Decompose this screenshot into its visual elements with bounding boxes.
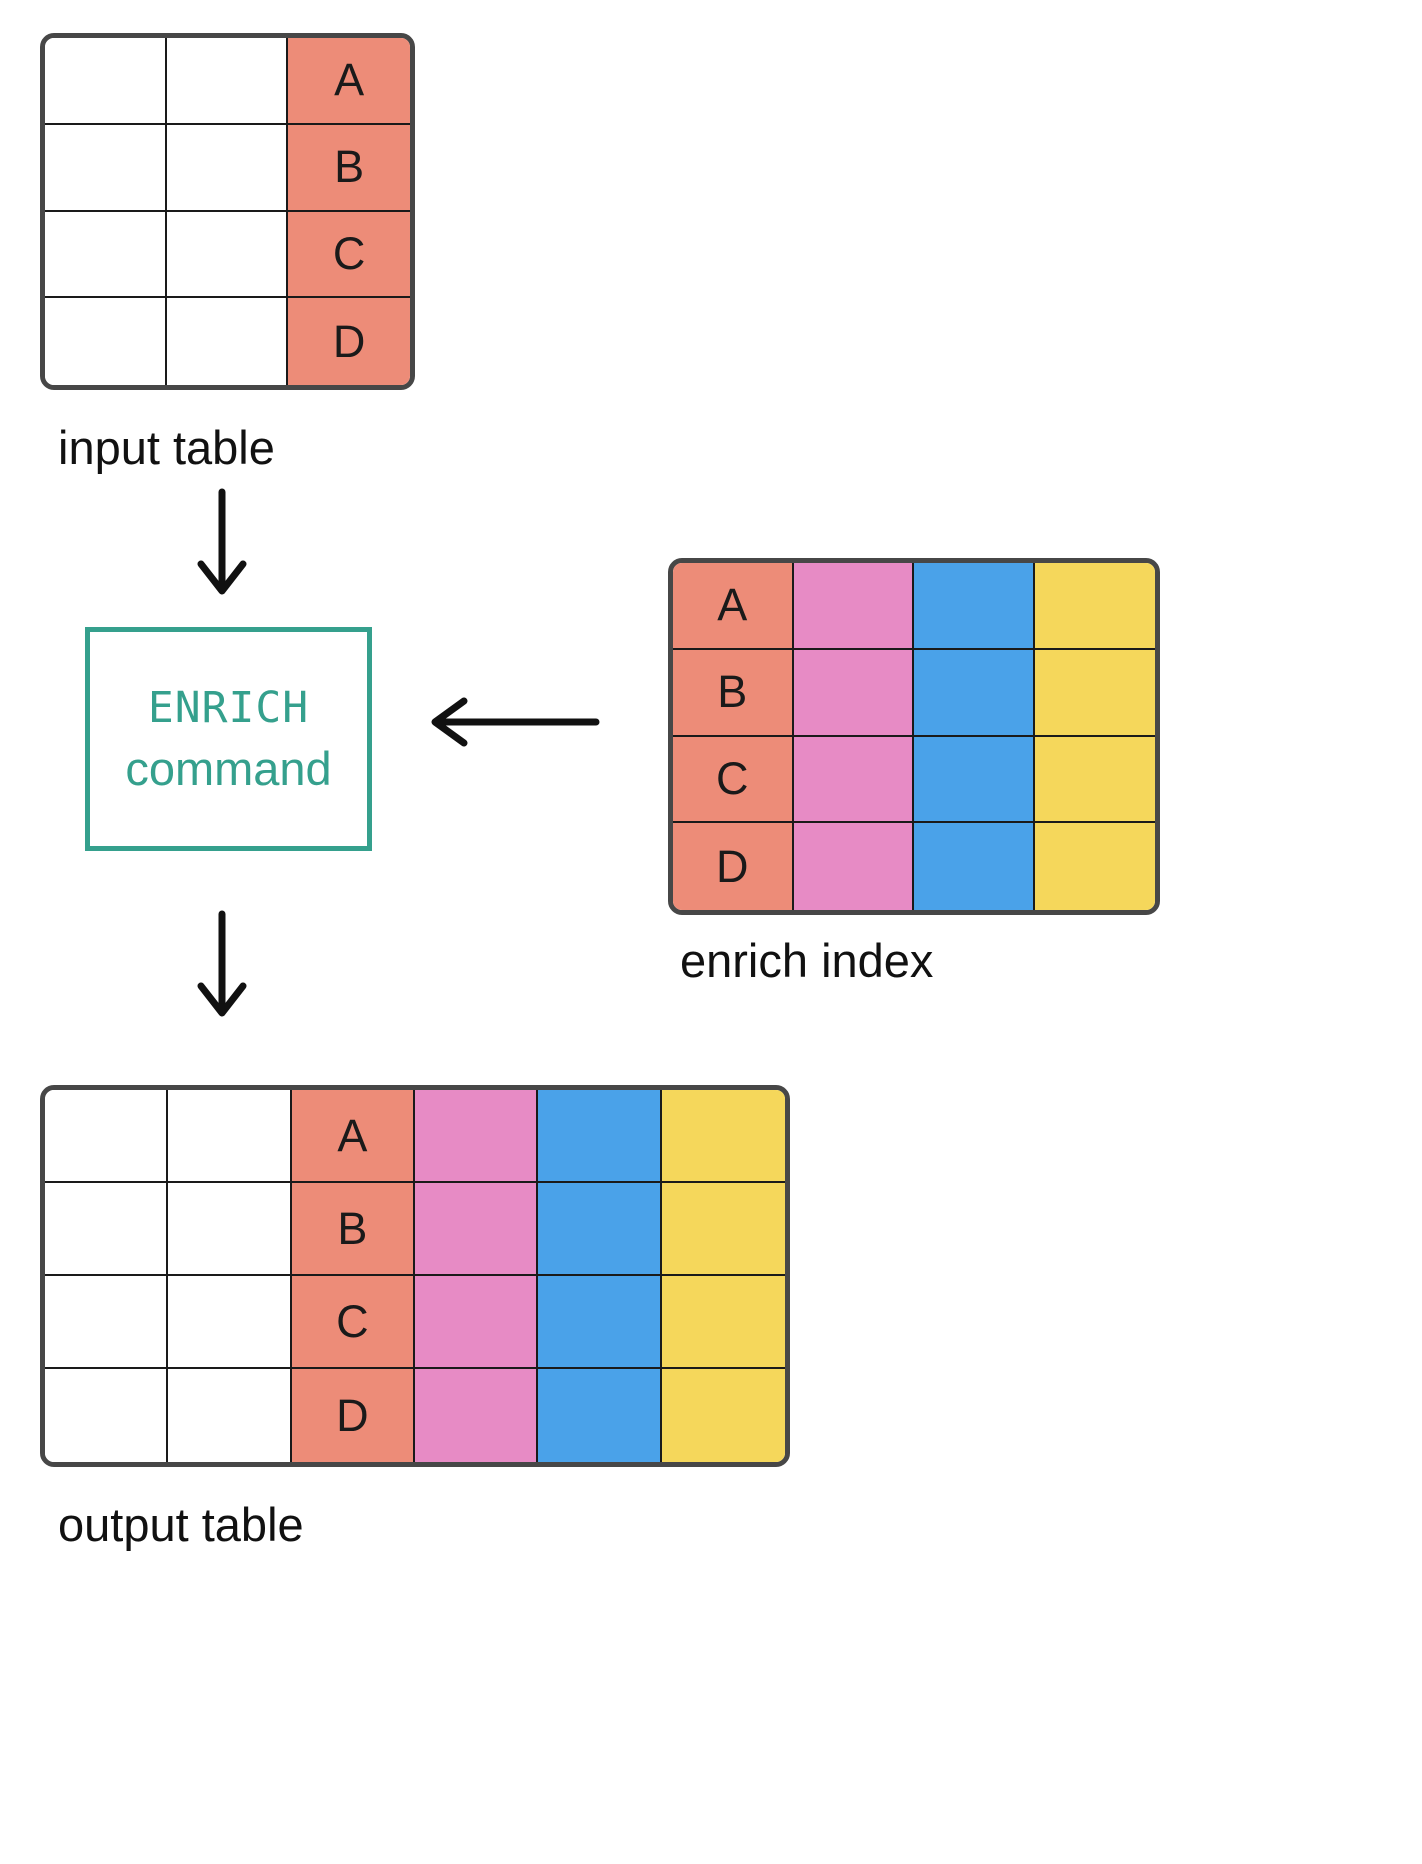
empty-cell	[45, 1369, 169, 1462]
empty-cell	[166, 124, 289, 212]
empty-cell	[45, 211, 167, 299]
key-cell: A	[291, 1090, 415, 1183]
empty-cell	[45, 1276, 169, 1369]
enrich-field-cell	[538, 1369, 662, 1462]
enrich-command-word: command	[125, 741, 332, 795]
enrich-field-cell	[661, 1090, 785, 1183]
empty-cell	[168, 1090, 292, 1183]
input-table: A B C D	[40, 33, 415, 390]
key-cell: A	[673, 563, 794, 650]
key-cell: D	[673, 823, 794, 910]
enrich-field-cell	[793, 649, 914, 737]
arrow-index-to-command	[431, 697, 600, 747]
empty-cell	[45, 38, 167, 125]
empty-cell	[45, 1183, 169, 1276]
empty-cell	[45, 1090, 169, 1183]
arrow-command-to-output	[197, 910, 247, 1017]
enrich-command-box: ENRICH command	[85, 627, 372, 851]
enrich-field-cell	[1034, 736, 1155, 824]
empty-cell	[45, 298, 167, 385]
enrich-field-cell	[661, 1369, 785, 1462]
empty-cell	[45, 124, 167, 212]
enrich-index-label: enrich index	[680, 934, 934, 987]
enrich-command-name: ENRICH	[147, 682, 310, 733]
enrich-field-cell	[914, 563, 1035, 650]
key-cell: B	[673, 649, 794, 737]
enrich-index-table: A B C D	[668, 558, 1160, 915]
enrich-field-cell	[538, 1276, 662, 1369]
empty-cell	[166, 38, 289, 125]
key-cell: C	[288, 211, 410, 299]
enrich-field-cell	[793, 823, 914, 910]
output-table-label: output table	[58, 1498, 304, 1551]
enrich-field-cell	[661, 1183, 785, 1276]
enrich-field-cell	[415, 1183, 539, 1276]
enrich-field-cell	[1034, 563, 1155, 650]
key-cell: C	[673, 736, 794, 824]
input-table-label: input table	[58, 421, 275, 474]
enrich-field-cell	[914, 823, 1035, 910]
empty-cell	[168, 1369, 292, 1462]
enrich-field-cell	[415, 1090, 539, 1183]
enrich-field-cell	[415, 1276, 539, 1369]
enrich-field-cell	[415, 1369, 539, 1462]
enrich-field-cell	[538, 1183, 662, 1276]
empty-cell	[166, 298, 289, 385]
enrich-field-cell	[1034, 649, 1155, 737]
output-table: A B C D	[40, 1085, 790, 1467]
key-cell: D	[288, 298, 410, 385]
empty-cell	[166, 211, 289, 299]
key-cell: B	[291, 1183, 415, 1276]
enrich-field-cell	[1034, 823, 1155, 910]
enrich-field-cell	[793, 563, 914, 650]
enrich-field-cell	[793, 736, 914, 824]
enrich-field-cell	[914, 736, 1035, 824]
enrich-field-cell	[661, 1276, 785, 1369]
key-cell: D	[291, 1369, 415, 1462]
arrow-input-to-command	[197, 488, 247, 595]
enrich-field-cell	[914, 649, 1035, 737]
key-cell: B	[288, 124, 410, 212]
empty-cell	[168, 1183, 292, 1276]
enrich-field-cell	[538, 1090, 662, 1183]
key-cell: C	[291, 1276, 415, 1369]
key-cell: A	[288, 38, 410, 125]
empty-cell	[168, 1276, 292, 1369]
